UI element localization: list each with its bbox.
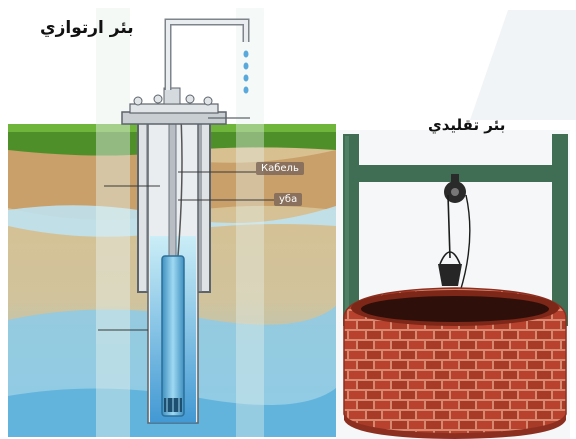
- well-frame-post-right: [552, 134, 568, 326]
- well-head-bolt: [185, 94, 195, 104]
- well-head-valve: [163, 87, 181, 105]
- pipe-label: уба: [274, 193, 303, 206]
- bucket-rope: [447, 194, 451, 259]
- water-drop: [243, 74, 249, 82]
- pulley-bracket: [451, 174, 459, 186]
- traditional-well-title: بئر تقليدي: [428, 116, 506, 134]
- water-drop: [243, 62, 249, 70]
- faucet-pipe-highlight: [166, 20, 248, 90]
- water-drop: [243, 50, 249, 58]
- well-head-cap: [129, 103, 219, 114]
- bucket-handle: [439, 251, 461, 265]
- pump-cable: [177, 117, 183, 257]
- watermark-bar-right: [236, 8, 264, 437]
- watermark-bar-left: [96, 8, 130, 437]
- pulley-rope-return: [459, 194, 471, 293]
- well-opening: [361, 296, 549, 322]
- riser-pipe: [168, 117, 177, 259]
- well-head-bolt: [203, 96, 213, 106]
- artesian-well-title: بئر ارتوازي: [40, 18, 134, 38]
- water-drop: [243, 86, 249, 94]
- well-wall-base: [344, 414, 566, 439]
- well-head-bolt: [133, 96, 143, 106]
- brick-well-wall: [343, 287, 567, 435]
- well-frame-crossbeam: [343, 165, 568, 182]
- pulley-hub: [451, 188, 459, 196]
- well-head-bolt: [153, 94, 163, 104]
- bucket: [438, 264, 462, 286]
- submersible-pump: [161, 255, 185, 417]
- background-watermark-shape: [470, 10, 576, 120]
- cable-label: Кабель: [256, 162, 304, 175]
- well-frame-highlight: [345, 136, 349, 324]
